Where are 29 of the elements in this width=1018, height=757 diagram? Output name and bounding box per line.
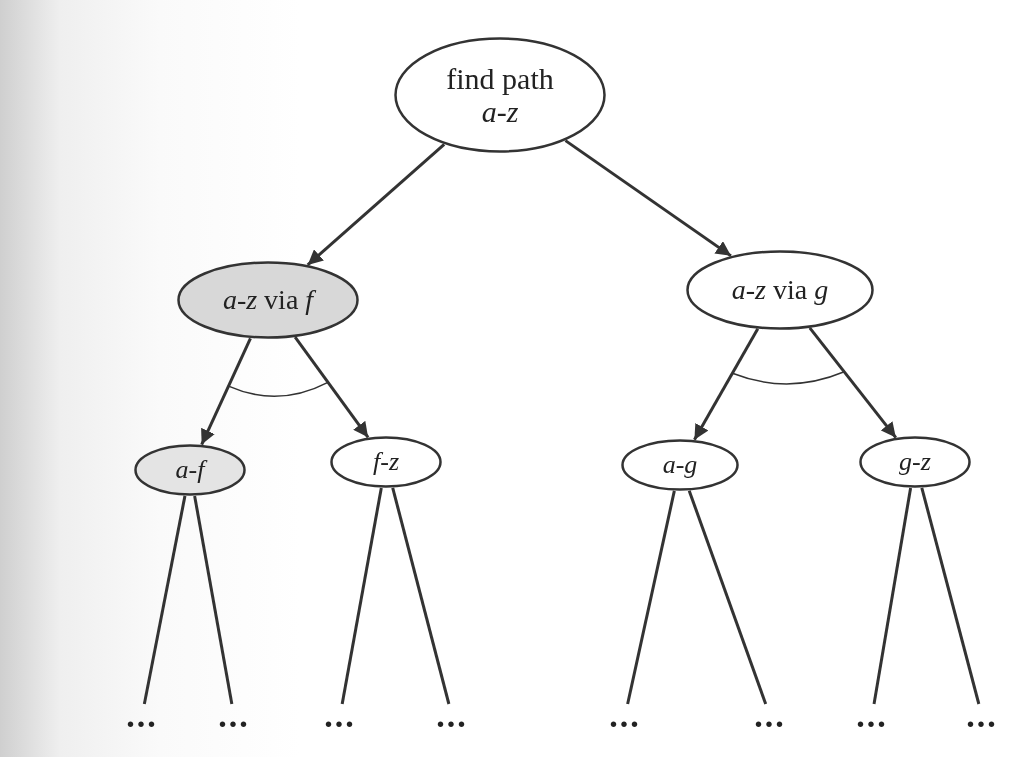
node-label: a-g	[662, 450, 698, 480]
node-label: a-z via g	[731, 274, 829, 306]
node-label: g-z	[899, 447, 931, 477]
branch-line	[193, 495, 234, 705]
node-label: find path	[446, 62, 554, 95]
node-label: a-z via f	[222, 284, 314, 316]
arrow	[293, 336, 370, 439]
arrow	[808, 327, 897, 439]
ellipsis-text: ...	[436, 705, 468, 727]
branch-line	[142, 495, 187, 705]
arrow	[306, 143, 446, 267]
node-label: a-z	[481, 95, 519, 128]
branch-line	[626, 490, 676, 705]
branch-line	[920, 487, 981, 705]
branch-line	[872, 487, 913, 705]
branch-line	[687, 490, 768, 705]
ellipsis-text: ...	[218, 705, 250, 727]
ellipsis-text: ...	[126, 705, 158, 727]
node-label: f-z	[373, 447, 399, 477]
ellipsis-text: ...	[609, 705, 641, 727]
ellipsis-text: ...	[966, 705, 998, 727]
ellipsis-text: ...	[856, 705, 888, 727]
arrow	[693, 328, 760, 441]
branch-line	[391, 487, 451, 705]
arrow	[200, 337, 252, 446]
branch-line	[340, 487, 383, 705]
ellipsis-text: ...	[754, 705, 786, 727]
arrow	[564, 139, 732, 258]
ellipsis-text: ...	[324, 705, 356, 727]
